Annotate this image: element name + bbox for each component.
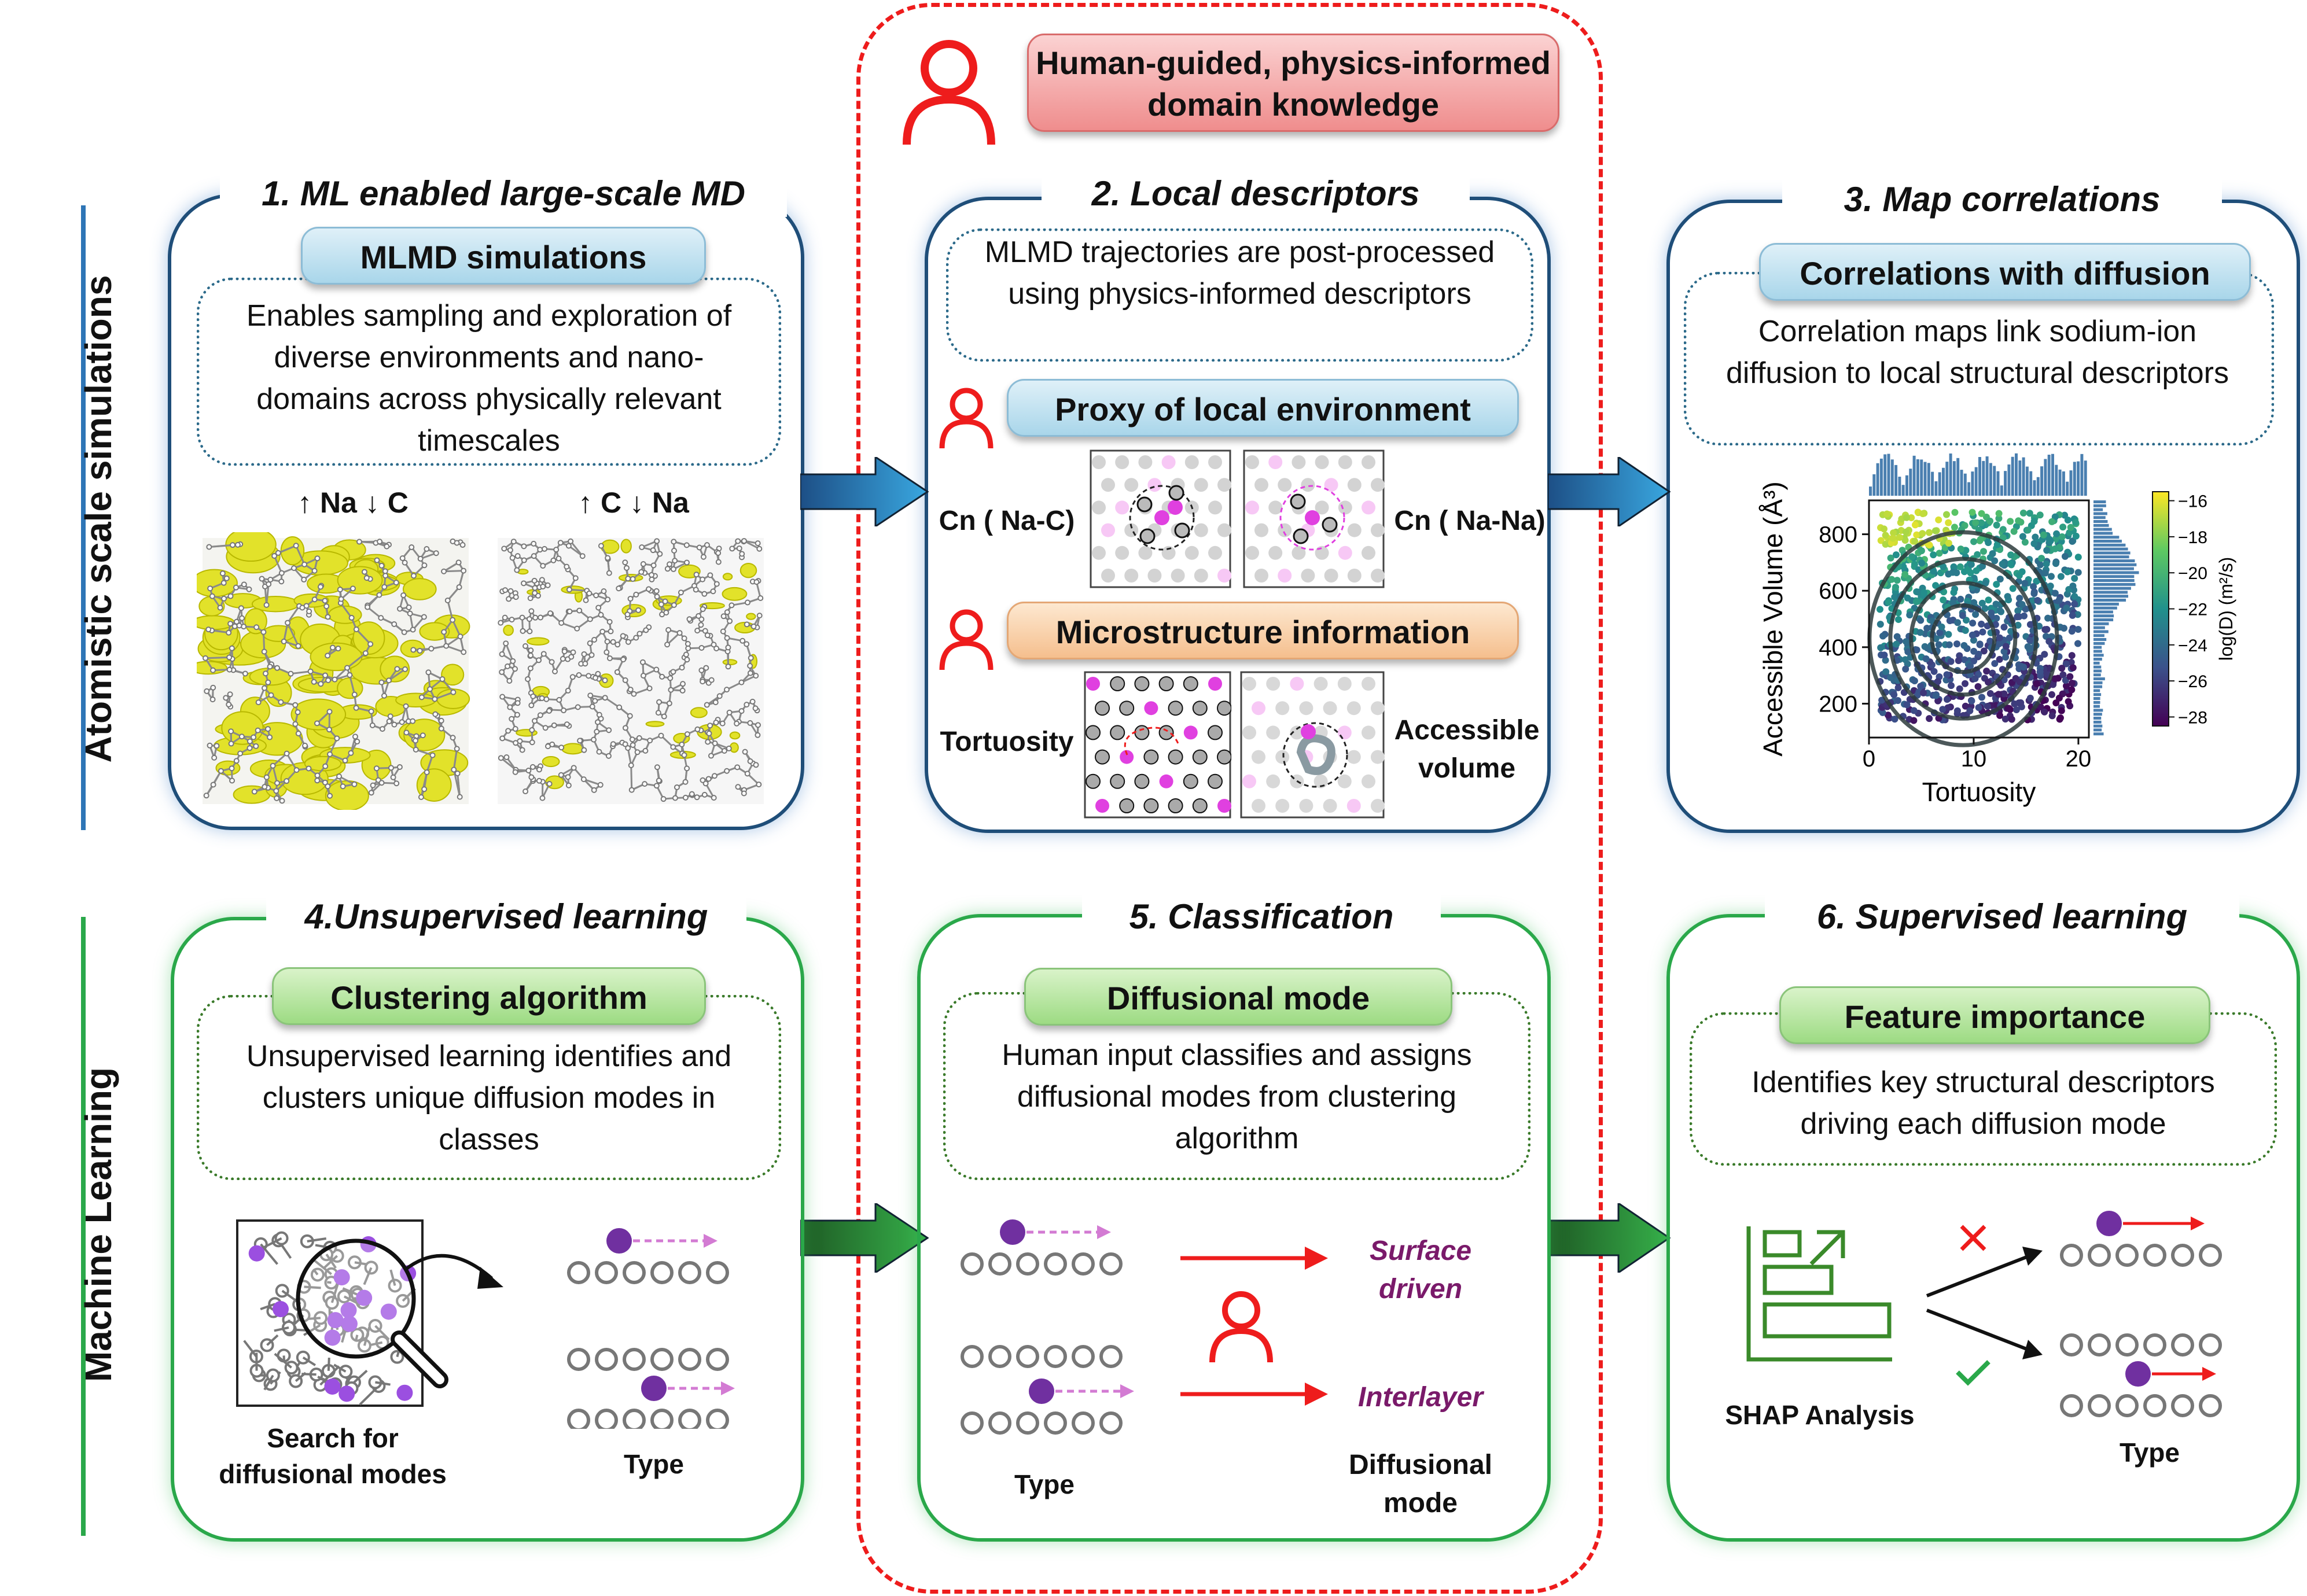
x-tick-label: 0	[1863, 746, 1875, 772]
arrow-right-icon	[800, 457, 929, 526]
mode-interlayer: Interlayer	[1357, 1382, 1484, 1413]
panel-4-title: 4.Unsupervised learning	[266, 894, 746, 940]
arrow-right-icon	[1548, 457, 1671, 526]
type-diagram-p6	[2060, 1211, 2222, 1417]
panel-2-text-box	[946, 228, 1533, 362]
colorbar-label: log(D) (m²/s)	[2216, 557, 2236, 661]
x-axis-label: Tortuosity	[1922, 777, 2036, 807]
panel-6-pill: Feature importance	[1779, 986, 2210, 1044]
panel-1-text: Enables sampling and exploration of dive…	[246, 299, 732, 458]
diffusional-mode-label: Diffusional mode	[1349, 1450, 1492, 1518]
panel-3-title: 3. Map correlations	[1782, 176, 2222, 223]
colorbar-tick-label: −28	[2178, 708, 2207, 727]
microstructure-pill: Microstructure information	[1007, 602, 1519, 659]
colorbar-tick-label: −18	[2178, 528, 2207, 547]
magnifier-icon	[296, 1239, 416, 1359]
tortuosity-label: Tortuosity	[940, 727, 1074, 757]
colorbar-tick-label: −22	[2178, 600, 2207, 620]
tortuosity-diagram	[1084, 671, 1231, 819]
human-guided-title: Human-guided, physics-informed domain kn…	[1027, 34, 1559, 132]
y-tick-label: 800	[1819, 522, 1857, 548]
y-tick-label: 400	[1819, 635, 1857, 661]
md-snapshot-c-rich	[498, 538, 764, 804]
side-bar-top	[81, 205, 86, 830]
type-label-p4: Type	[624, 1449, 684, 1479]
classification-arrows	[1180, 1247, 1328, 1406]
type-diagram-p4	[567, 1228, 735, 1429]
colorbar-tick-label: −16	[2178, 492, 2207, 511]
proxy-local-environment-pill: Proxy of local environment	[1007, 379, 1519, 437]
arrow-right-icon	[1548, 1203, 1671, 1273]
type-label-p6: Type	[2120, 1437, 2180, 1468]
type-label-p5: Type	[1014, 1469, 1075, 1499]
supervised-arrows	[1926, 1247, 2043, 1359]
panel-3-pill: Correlations with diffusion	[1759, 243, 2251, 301]
x-tick-label: 20	[2066, 746, 2092, 772]
label-na-up: ↑ Na ↓ C	[297, 486, 409, 519]
panel-5-pill: Diffusional mode	[1024, 968, 1452, 1026]
marginal-hist-y	[2093, 500, 2139, 736]
panel-2-text: MLMD trajectories are post-processed usi…	[984, 235, 1495, 311]
panel-4-pill: Clustering algorithm	[272, 967, 706, 1025]
y-tick-label: 600	[1819, 578, 1857, 604]
shap-analysis-label: SHAP Analysis	[1725, 1400, 1915, 1430]
clustering-search-diagram	[236, 1219, 503, 1407]
colorbar	[2152, 491, 2169, 727]
side-label-atomistic: Atomistic scale simulations	[78, 275, 119, 763]
human-guided-region	[856, 3, 1603, 1594]
side-bar-bottom	[81, 917, 86, 1536]
label-c-up: ↑ C ↓ Na	[578, 486, 689, 519]
md-snapshot-na-rich	[197, 532, 470, 810]
person-icon-micro	[939, 609, 994, 670]
y-tick-label: 200	[1819, 691, 1857, 717]
colorbar-tick-label: −24	[2178, 636, 2207, 655]
panel-1-title: 1. ML enabled large-scale MD	[220, 171, 787, 217]
y-axis-label: Accessible Volume (Å³)	[1758, 481, 1788, 757]
colorbar-tick-label: −20	[2178, 564, 2207, 583]
panel-4-text: Unsupervised learning identifies and clu…	[246, 1040, 732, 1156]
panel-5-title: 5. Classification	[1082, 894, 1441, 940]
panel-3-text: Correlation maps link sodium-ion diffusi…	[1726, 315, 2229, 390]
accessible-volume-label: Accessible volume	[1394, 715, 1540, 784]
panel-5-text: Human input classifies and assigns diffu…	[1002, 1038, 1472, 1155]
cn-na-na-label: Cn ( Na-Na)	[1394, 506, 1546, 536]
side-label-ml: Machine Learning	[78, 1067, 119, 1383]
cn-na-c-diagram	[1090, 449, 1231, 588]
person-icon-classify	[1209, 1291, 1273, 1363]
arrow-right-icon	[800, 1203, 929, 1273]
cross-icon	[1960, 1225, 1986, 1251]
person-icon-proxy	[939, 388, 994, 449]
cn-na-c-label: Cn ( Na-C)	[939, 506, 1075, 536]
person-icon	[903, 40, 995, 145]
check-icon	[1956, 1360, 1990, 1386]
panel-2-title: 2. Local descriptors	[1042, 171, 1470, 217]
panel-1-pill: MLMD simulations	[301, 227, 706, 285]
mode-surface-driven: Surface driven	[1369, 1236, 1472, 1304]
colorbar-tick-label: −26	[2178, 672, 2207, 691]
panel-6-text: Identifies key structural descriptors dr…	[1752, 1066, 2215, 1141]
search-label: Search for diffusional modes	[219, 1423, 447, 1489]
panel-6-title: 6. Supervised learning	[1765, 894, 2239, 940]
type-diagram-p5	[961, 1219, 1134, 1435]
plot-frame	[1868, 499, 2090, 739]
cn-na-na-diagram	[1243, 449, 1385, 588]
shap-chart-icon	[1746, 1226, 1892, 1362]
marginal-hist-x	[1869, 453, 2087, 496]
x-tick-label: 10	[1961, 746, 1987, 772]
accessible-volume-diagram	[1240, 671, 1385, 819]
